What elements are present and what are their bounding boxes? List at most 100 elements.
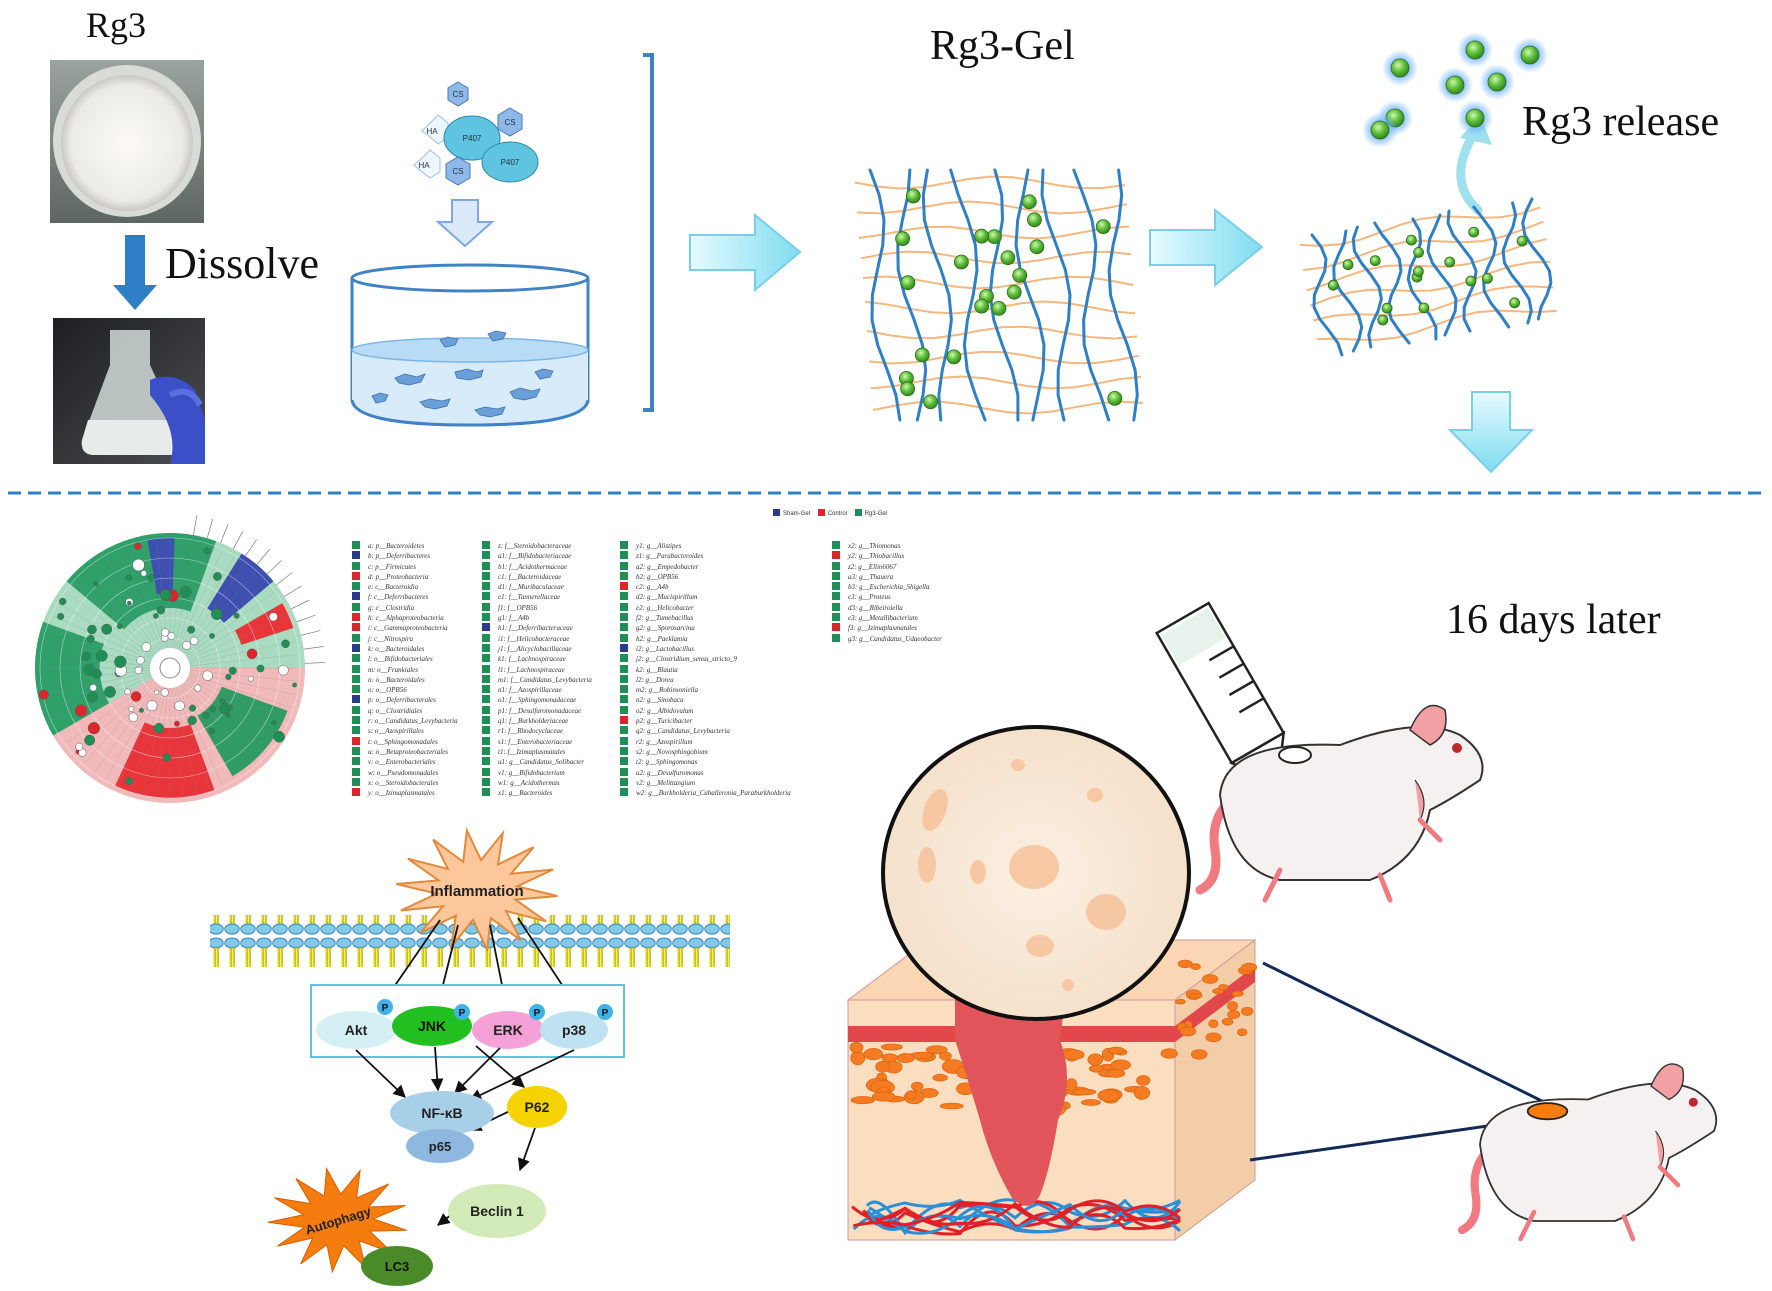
arrow-to-gel [689, 212, 802, 293]
lefse-legend-item: a2: g__Empedobacter [620, 561, 791, 572]
zoom-line-top [1262, 961, 1551, 1107]
lefse-legend-item: t: o__Sphingomonadales [352, 736, 458, 747]
rg3-particle [1390, 58, 1410, 78]
clade-node [159, 588, 171, 600]
clade-node [130, 691, 142, 702]
inflammation-burst [396, 826, 558, 954]
rg3-bead [974, 228, 989, 244]
clade-branch [187, 603, 281, 659]
lefse-legend-text: g2: g__Sporosarcina [636, 624, 695, 633]
lefse-legend-text: d1: f__Muribaculaceae [498, 583, 564, 592]
lefse-legend-item: r1: f__Rhodocyclaceae [482, 726, 592, 736]
lefse-legend-text: d: p__Proteobacteria [368, 572, 429, 581]
lefse-legend-text: e1: f__Tannerellaceae [498, 593, 561, 602]
lefse-legend-text: f1: f__OPB56 [498, 603, 538, 612]
rg3-bead [1413, 266, 1424, 277]
lefse-legend-swatch [620, 746, 628, 755]
fat-cell [1227, 1001, 1238, 1011]
clade-branch [186, 592, 274, 657]
lefse-legend-text: e: c__Bacteroidia [368, 583, 419, 592]
lefse-legend-item: e1: f__Tannerellaceae [482, 592, 592, 602]
clade-label-tick [284, 585, 302, 597]
ha-label-1: HA [426, 127, 438, 136]
lefse-legend-text: y2: g__Thiobacillus [848, 552, 905, 561]
fat-cell [1240, 1006, 1254, 1016]
beclin1-node [448, 1184, 546, 1238]
rat-torso [1218, 726, 1484, 881]
lefse-legend-text: t: o__Sphingomonadales [368, 737, 438, 746]
rg3-bead [954, 254, 969, 270]
rat-wound-site [1526, 1102, 1569, 1121]
clade-branch [143, 687, 167, 794]
lefse-legend-text: t1: f__Izimaplasmatales [498, 747, 566, 756]
fat-cell [850, 1050, 866, 1066]
lefse-legend-swatch [832, 633, 840, 642]
lefse-legend-swatch [482, 613, 490, 622]
clade-node [147, 574, 155, 582]
lefse-legend-item: k2: g__Blautia [620, 664, 791, 675]
clade-node [208, 727, 216, 735]
fat-cell [1227, 1010, 1241, 1019]
lefse-legend-item: k: o__Bacteroidales [352, 643, 458, 654]
clade-branch [184, 681, 266, 754]
lefse-legend-item: c1: f__Bacteroidaceae [482, 571, 592, 582]
clade-highlight-red [234, 603, 294, 645]
fat-cell [1189, 992, 1203, 999]
lefse-legend-swatch [482, 602, 490, 611]
lefse-legend-item: m: o__Frankiales [352, 664, 458, 675]
fat-cell [925, 1045, 948, 1055]
rg3-bead [1465, 275, 1477, 287]
blue-polymer-chain [1472, 205, 1511, 329]
fat-cell [1097, 1089, 1120, 1102]
rg3-powder-photo [50, 60, 204, 223]
lefse-legend-swatch [832, 602, 840, 611]
clade-highlight-green [34, 621, 110, 736]
lefse-legend-swatch [620, 695, 628, 704]
lefse-legend-swatch [620, 602, 628, 611]
lefse-legend-swatch [482, 582, 490, 591]
lefse-legend-item: c: p__Firmicutes [352, 561, 458, 572]
lefse-legend-swatch [482, 716, 490, 725]
lefse-legend-text: u: o__Betaproteobacteriales [368, 747, 449, 756]
rg3-bead [1406, 234, 1417, 246]
blue-polymer-chain [896, 168, 928, 422]
rg3-bead [974, 298, 989, 314]
autophagy-burst [267, 1167, 407, 1274]
blue-polymer-chain [1406, 217, 1438, 341]
clade-node [125, 574, 132, 582]
lefse-legend-swatch [482, 623, 490, 632]
lefse-legend-swatch [832, 551, 840, 560]
lefse-legend-text: p: o__Deferribacterales [368, 696, 436, 705]
lefse-legend-item: v2: g__Melittangium [620, 777, 791, 788]
clade-node [114, 655, 127, 669]
lefse-legend-text: s2: g__Novosphingobium [636, 747, 708, 756]
lefse-legend-text: f: c__Deferribacteres [368, 593, 429, 602]
lefse-legend-swatch [482, 736, 490, 745]
rg3-particle [1487, 72, 1507, 92]
lefse-legend-text: y: o__Izimaplasmatales [368, 789, 435, 798]
lefse-legend-text: g3: g__Candidatus_Udaeobacter [848, 634, 942, 643]
rat-eye [1452, 743, 1462, 753]
clade-node [292, 682, 297, 688]
clade-node [87, 624, 97, 635]
blue-polymer-chain [1426, 213, 1458, 337]
legend-swatch-rg3gel [854, 509, 862, 516]
rat-paws [1518, 1164, 1681, 1242]
lefse-legend-item: z2: g__Ellin6067 [832, 561, 942, 572]
lefse-legend-swatch [352, 685, 360, 694]
lefse-legend-swatch [352, 726, 360, 735]
clade-branch [183, 682, 256, 764]
lefse-legend-item: o1: f__Sphingomonadaceae [482, 695, 592, 705]
lefse-legend-item: c3: g__Proteus [832, 592, 942, 602]
rg3-bead [987, 229, 1002, 245]
lefse-legend-text: h: c__Alphaproteobacteria [368, 614, 444, 623]
lefse-legend-swatch [352, 695, 360, 704]
lefse-legend-item: i: c__Gammaproteobacteria [352, 623, 458, 633]
clade-branch [48, 673, 152, 708]
lefse-legend-text: j2: g__Clostridium_sensu_stricto_9 [636, 655, 737, 664]
clade-node [271, 720, 277, 726]
lefse-legend-text: o: o__OPB56 [368, 686, 407, 695]
lc3-node [361, 1246, 433, 1286]
lefse-group-legend: Sham-Gel Control Rg3-Gel [773, 509, 887, 517]
